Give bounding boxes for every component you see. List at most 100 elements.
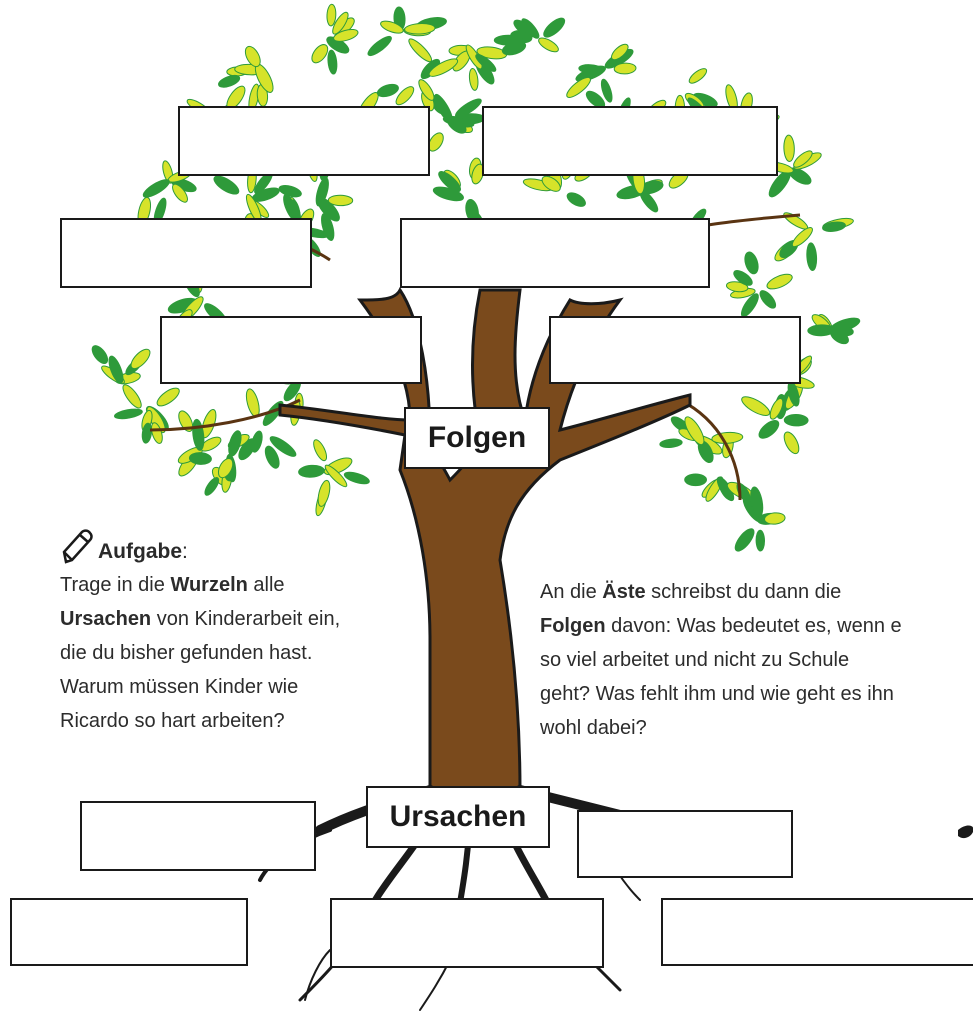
leaf [611, 43, 629, 61]
leaf [769, 397, 784, 420]
leaf [538, 37, 559, 53]
leaf [759, 290, 777, 309]
leaf [684, 416, 705, 446]
leaf [783, 413, 809, 427]
leaf [204, 477, 220, 496]
leaf [541, 175, 561, 192]
leaf [298, 464, 325, 478]
folgen-label: Folgen [404, 407, 550, 469]
leaf [711, 431, 744, 444]
leaf [659, 438, 683, 449]
leaf [428, 58, 459, 77]
answer-box-root-3[interactable] [10, 898, 248, 966]
answer-box-branch-2[interactable] [482, 106, 778, 176]
leaf [600, 78, 613, 103]
leaf [188, 452, 212, 465]
leaf [315, 177, 329, 207]
leaf [758, 420, 780, 439]
leaf [317, 479, 331, 507]
leaf [543, 17, 566, 38]
leaf [408, 38, 433, 63]
task-line: die du bisher gefunden hast. [60, 642, 313, 664]
leaf [764, 512, 786, 525]
leaf [324, 464, 348, 488]
task-line: geht? Was fehlt ihm und wie geht es ihn [540, 683, 894, 705]
answer-box-branch-1[interactable] [178, 106, 430, 176]
leaf [475, 53, 497, 72]
leaf [822, 221, 846, 232]
task-line: Ursachen von Kinderarbeit ein, [60, 608, 341, 630]
leaf [327, 194, 354, 207]
task-instructions-left: Trage in die Wurzeln alle Ursachen von K… [60, 568, 340, 738]
leaf [91, 345, 109, 364]
answer-box-branch-3[interactable] [60, 218, 312, 288]
leaf [613, 62, 637, 75]
leaf [313, 439, 328, 462]
leaf [251, 430, 263, 453]
leaf [228, 430, 242, 457]
leaf [783, 134, 795, 162]
leaf [376, 83, 399, 98]
leaf [380, 20, 404, 34]
ursachen-label: Ursachen [366, 786, 550, 848]
leaf [688, 68, 708, 84]
answer-box-root-4[interactable] [330, 898, 604, 968]
leaf [791, 227, 813, 248]
leaf [332, 11, 349, 35]
answer-box-branch-5[interactable] [160, 316, 422, 384]
leaf [578, 64, 604, 75]
task-instructions-right: An die Äste schreibst du dann die Folgen… [540, 575, 902, 745]
leaf [493, 34, 523, 46]
leaf [783, 212, 809, 230]
leaf [130, 348, 151, 370]
leaf [217, 458, 234, 479]
leaf [806, 242, 818, 271]
leaf [141, 422, 153, 444]
leaf [438, 171, 461, 193]
leaf [244, 45, 261, 68]
scissors-mark [958, 825, 973, 839]
task-heading: Aufgabe: [60, 528, 188, 564]
leaf [367, 35, 392, 57]
answer-box-branch-4[interactable] [400, 218, 710, 288]
leaf [213, 175, 240, 195]
leaf [432, 186, 464, 202]
leaf [755, 529, 766, 552]
answer-box-root-5[interactable] [661, 898, 973, 966]
leaf [793, 150, 813, 168]
leaf [684, 473, 707, 487]
task-line: Folgen davon: Was bedeutet es, wenn e [540, 615, 902, 637]
leaf [278, 185, 302, 198]
task-heading-colon: : [182, 540, 188, 563]
leaf [446, 116, 467, 134]
trunk [278, 287, 692, 792]
answer-box-root-1[interactable] [80, 801, 316, 871]
leaf [333, 28, 359, 42]
leaf [395, 86, 415, 106]
leaf [744, 251, 759, 275]
answer-box-root-2[interactable] [577, 810, 793, 878]
leaf [428, 132, 444, 152]
leaf [108, 355, 124, 384]
task-heading-label: Aufgabe [98, 540, 182, 563]
leaf [113, 408, 143, 420]
leaf [343, 471, 370, 485]
leaf [725, 281, 749, 293]
task-line: so viel arbeitet und nicht zu Schule [540, 649, 850, 671]
leaf [172, 183, 188, 203]
leaf [418, 79, 435, 101]
pencil-icon [62, 529, 93, 564]
leaf [468, 67, 479, 91]
leaf [269, 436, 297, 457]
leaf [262, 400, 284, 426]
leaf [327, 49, 338, 75]
leaf [326, 3, 337, 27]
answer-box-branch-6[interactable] [549, 316, 801, 384]
task-line: Ricardo so hart arbeiten? [60, 710, 285, 732]
task-line: wohl dabei? [540, 717, 647, 739]
leaf [766, 273, 793, 290]
task-line: Trage in die Wurzeln alle [60, 574, 285, 596]
leaf [156, 387, 180, 407]
leaf [828, 325, 854, 337]
leaf [178, 410, 194, 432]
